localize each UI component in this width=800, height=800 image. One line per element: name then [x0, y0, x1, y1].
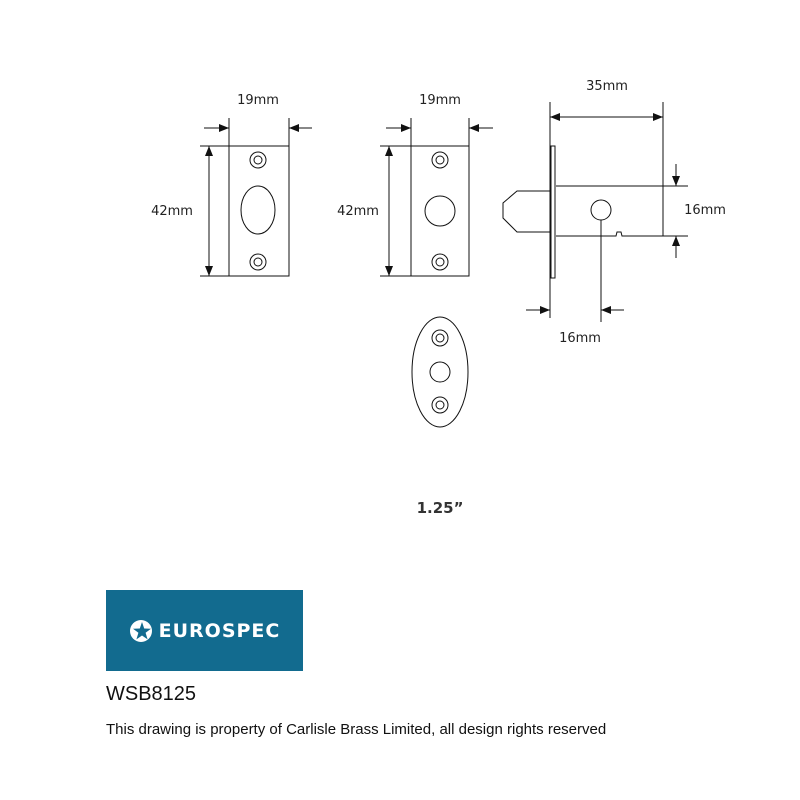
size-label: 1.25”	[417, 499, 464, 517]
latch-side-view	[502, 102, 688, 322]
latch-body-height-label: 16mm	[684, 203, 726, 218]
oval-escutcheon	[411, 316, 469, 428]
brand-name: EUROSPEC	[158, 619, 281, 642]
plate2-width-label: 19mm	[419, 93, 461, 108]
strike-plate-oval-hole	[200, 118, 312, 277]
star-emblem-icon	[129, 619, 152, 642]
latch-length-label: 35mm	[586, 79, 628, 94]
latch-backset-label: 16mm	[559, 331, 601, 346]
disclaimer: This drawing is property of Carlisle Bra…	[106, 721, 607, 738]
eurospec-logo: EUROSPEC	[106, 590, 303, 671]
plate1-height-label: 42mm	[151, 204, 193, 219]
plate1-width-label: 19mm	[237, 93, 279, 108]
product-code: WSB8125	[106, 683, 197, 705]
plate2-height-label: 42mm	[337, 204, 379, 219]
strike-plate-round-hole	[380, 118, 493, 277]
